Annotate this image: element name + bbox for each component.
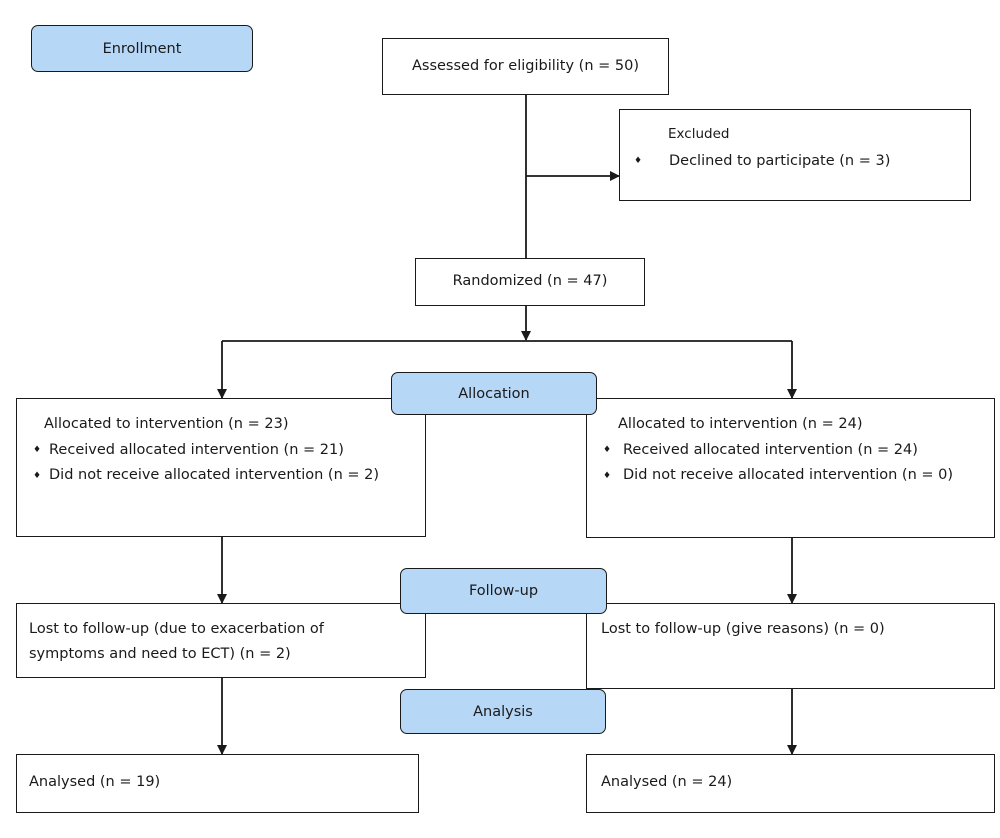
right-allocated-box: Allocated to intervention (n = 24) ♦ Rec…	[586, 398, 995, 538]
right-allocated-title: Allocated to intervention (n = 24)	[618, 416, 863, 432]
left-allocated-title: Allocated to intervention (n = 23)	[44, 416, 289, 432]
left-analysed-box: Analysed (n = 19)	[16, 754, 419, 813]
stage-allocation: Allocation	[391, 372, 597, 415]
right-analysed-box: Analysed (n = 24)	[586, 754, 995, 813]
bullet-icon: ♦	[33, 471, 42, 481]
right-analysed-text: Analysed (n = 24)	[601, 774, 733, 790]
bullet-icon: ♦	[634, 156, 643, 166]
randomized-box: Randomized (n = 47)	[415, 258, 645, 306]
excluded-box: Excluded ♦ Declined to participate (n = …	[619, 109, 971, 201]
stage-allocation-label: Allocation	[458, 385, 530, 402]
left-allocated-box: Allocated to intervention (n = 23) ♦ Rec…	[16, 398, 426, 537]
randomized-text: Randomized (n = 47)	[452, 273, 608, 290]
excluded-title: Excluded	[668, 126, 730, 142]
right-received-item: Received allocated intervention (n = 24)	[623, 442, 918, 458]
right-lost-text: Lost to follow-up (give reasons) (n = 0)	[601, 621, 885, 637]
right-lost-box: Lost to follow-up (give reasons) (n = 0)	[586, 603, 995, 689]
stage-enrollment: Enrollment	[31, 25, 253, 72]
stage-analysis-label: Analysis	[473, 703, 533, 720]
assessed-text: Assessed for eligibility (n = 50)	[411, 57, 640, 74]
bullet-icon: ♦	[33, 445, 42, 455]
stage-follow-up-label: Follow-up	[468, 583, 539, 599]
bullet-icon: ♦	[603, 471, 612, 481]
bullet-icon: ♦	[603, 445, 612, 455]
stage-enrollment-label: Enrollment	[102, 40, 182, 57]
left-analysed-text: Analysed (n = 19)	[29, 774, 161, 790]
right-not-received-item: Did not receive allocated intervention (…	[623, 467, 954, 483]
left-lost-line2: symptoms and need to ECT) (n = 2)	[29, 646, 291, 662]
left-lost-box: Lost to follow-up (due to exacerbation o…	[16, 603, 426, 678]
assessed-box: Assessed for eligibility (n = 50)	[382, 38, 669, 95]
stage-follow-up: Follow-up	[400, 568, 607, 614]
stage-analysis: Analysis	[400, 689, 606, 734]
left-not-received-item: Did not receive allocated intervention (…	[49, 467, 380, 483]
left-lost-line1: Lost to follow-up (due to exacerbation o…	[29, 621, 324, 637]
left-received-item: Received allocated intervention (n = 21)	[49, 442, 344, 458]
excluded-item: Declined to participate (n = 3)	[669, 153, 891, 169]
